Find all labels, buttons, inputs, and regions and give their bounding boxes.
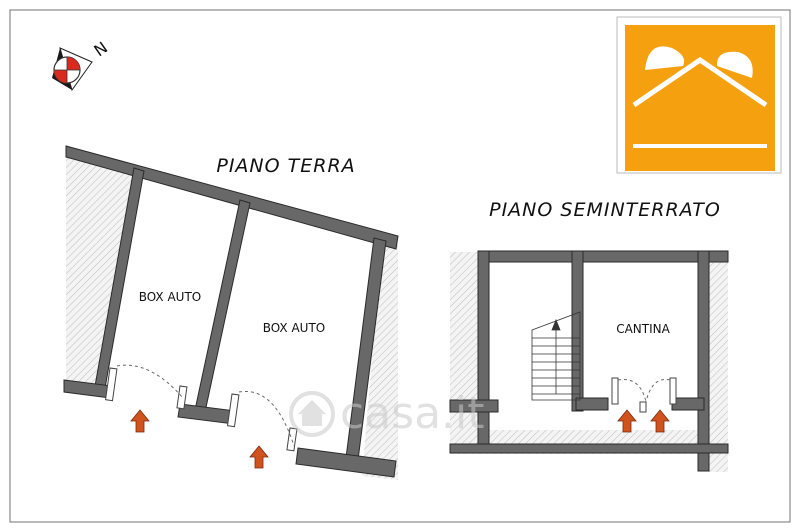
entrance-arrow [617, 409, 637, 433]
house-watermark-icon [289, 391, 335, 437]
basement-plan: PIANO SEMINTERRATO CANTINA [449, 199, 729, 472]
ground-floor-plan: PIANO TERRA BOX AUTO BOX AUTO [63, 145, 399, 480]
basement-title: PIANO SEMINTERRATO [489, 199, 721, 221]
watermark: casa.it [289, 388, 485, 439]
compass-icon: N [52, 38, 111, 92]
entrance-arrow [249, 445, 269, 469]
ground-floor-title: PIANO TERRA [216, 155, 355, 177]
agency-logo [616, 16, 782, 174]
room-label-garage-2: BOX AUTO [263, 321, 326, 335]
room-label-garage-1: BOX AUTO [139, 290, 202, 304]
staircase [531, 311, 581, 401]
sheet-frame [9, 9, 791, 523]
entrance-arrow [650, 409, 670, 433]
room-label-cellar: CANTINA [616, 322, 670, 336]
entrance-arrow [130, 409, 150, 433]
watermark-text: casa.it [340, 388, 485, 439]
north-label: N [90, 38, 111, 60]
